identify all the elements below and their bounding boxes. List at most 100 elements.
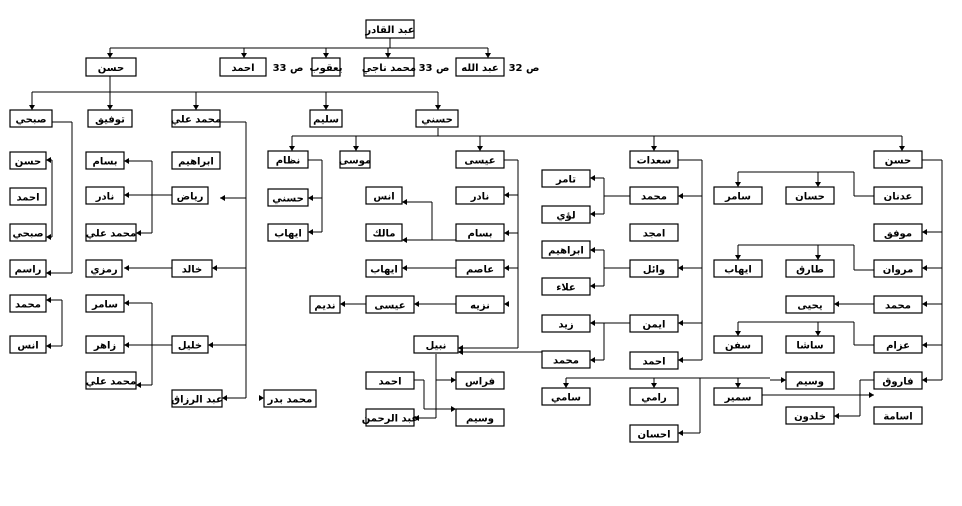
arrowhead-icon <box>212 265 217 271</box>
node-box <box>629 387 679 406</box>
node-box <box>785 186 835 205</box>
person-node-khalil: خليل <box>171 335 209 354</box>
arrowhead-icon <box>414 415 419 421</box>
person-node-asem: عاصم <box>455 259 505 278</box>
person-node-osama: اسامة <box>873 406 923 425</box>
node-box <box>713 259 763 278</box>
node-box <box>85 186 125 205</box>
person-name: عيسى <box>464 156 495 167</box>
arrowhead-icon <box>402 199 407 205</box>
person-node-safn: سفن <box>713 335 763 354</box>
person-node-ahmad-c2: احمد <box>629 351 679 370</box>
node-box <box>413 335 459 354</box>
node-box <box>629 314 679 333</box>
arrowhead-icon <box>124 265 129 271</box>
node-box <box>9 294 47 313</box>
arrowhead-icon <box>124 158 129 164</box>
person-name: انس <box>17 341 38 352</box>
person-node-yaqoub: يعقوب <box>310 57 343 77</box>
person-name: خليل <box>178 341 202 352</box>
person-node-ihab-c2: ايهاب <box>365 259 403 278</box>
person-node-malek: مالك <box>365 223 403 242</box>
person-node-farouq: فاروق <box>873 371 923 390</box>
arrowhead-icon <box>735 182 741 187</box>
person-node-firas: فراس <box>455 371 505 390</box>
page-references: ص 32ص 33ص 33 <box>273 63 540 74</box>
person-node-abdulqader: عبد القادر <box>364 19 415 39</box>
arrowhead-icon <box>815 182 821 187</box>
person-node-subhi: صبحي <box>9 109 53 128</box>
arrowhead-icon <box>402 265 407 271</box>
arrowhead-icon <box>504 192 509 198</box>
node-box <box>85 57 137 77</box>
arrowhead-icon <box>124 192 129 198</box>
person-name: حسن <box>98 63 124 74</box>
person-name: سليم <box>313 115 339 126</box>
person-node-mohammad-badr: محمد بدر <box>263 389 317 408</box>
node-box <box>541 277 591 296</box>
node-box <box>629 259 679 278</box>
arrowhead-icon <box>922 229 927 235</box>
person-name: امجد <box>643 229 666 240</box>
person-name: ايهاب <box>274 229 302 240</box>
person-node-salim: سليم <box>309 109 343 128</box>
person-node-mohammad-c: محمد <box>541 350 591 369</box>
arrowhead-icon <box>735 383 741 388</box>
node-box <box>629 424 679 443</box>
arrowhead-icon <box>220 195 225 201</box>
node-box <box>785 259 835 278</box>
person-node-marwan: مروان <box>873 259 923 278</box>
node-box <box>541 205 591 224</box>
node-box <box>873 371 923 390</box>
arrowhead-icon <box>485 53 491 58</box>
arrowhead-icon <box>458 345 463 351</box>
arrowhead-icon <box>308 229 313 235</box>
arrowhead-icon <box>590 247 595 253</box>
arrowhead-icon <box>353 146 359 151</box>
person-name: عيسى <box>374 301 405 312</box>
node-box <box>9 151 47 170</box>
arrowhead-icon <box>402 237 407 243</box>
arrowhead-icon <box>222 395 227 401</box>
node-box <box>629 351 679 370</box>
node-box <box>85 223 137 242</box>
person-node-ihsan: احسان <box>629 424 679 443</box>
person-node-tawfiq: توفيق <box>87 109 133 128</box>
arrowhead-icon <box>678 265 683 271</box>
person-node-nader-l1: نادر <box>85 186 125 205</box>
person-node-mohammad-ali-l1: محمد علي <box>85 223 137 242</box>
person-name: خالد <box>182 265 203 276</box>
arrowhead-icon <box>504 265 509 271</box>
person-node-husni: حسني <box>415 109 459 128</box>
person-name: محمد <box>885 301 911 312</box>
node-box <box>85 335 125 354</box>
person-name: احمد <box>642 357 665 368</box>
person-node-zaid: زيد <box>541 314 591 333</box>
node-box <box>365 19 415 39</box>
person-node-ahmad-c: احمد <box>365 371 415 390</box>
person-name: احمد <box>231 63 254 74</box>
person-node-husni-c: حسني <box>267 188 309 207</box>
person-node-wael: وائل <box>629 259 679 278</box>
node-box <box>629 150 679 169</box>
arrowhead-icon <box>46 343 51 349</box>
node-box <box>171 259 213 278</box>
node-box <box>219 57 267 77</box>
node-box <box>9 109 53 128</box>
page-reference-note: ص 33 <box>419 63 450 74</box>
person-node-sami: سامي <box>541 387 591 406</box>
arrowhead-icon <box>815 255 821 260</box>
connector-arrowheads <box>29 53 927 436</box>
person-node-louay: لؤي <box>541 205 591 224</box>
node-box <box>541 387 591 406</box>
person-name: صبحي <box>15 115 46 126</box>
person-name: تامر <box>555 175 576 186</box>
person-name: خلدون <box>794 412 826 423</box>
arrowhead-icon <box>107 53 113 58</box>
person-node-mohammad-ali: محمد علي <box>171 109 221 128</box>
person-name: نادر <box>470 192 489 203</box>
node-box <box>873 186 923 205</box>
person-name: نديم <box>314 301 335 312</box>
person-name: محمد بدر <box>267 395 313 406</box>
arrowhead-icon <box>834 413 839 419</box>
